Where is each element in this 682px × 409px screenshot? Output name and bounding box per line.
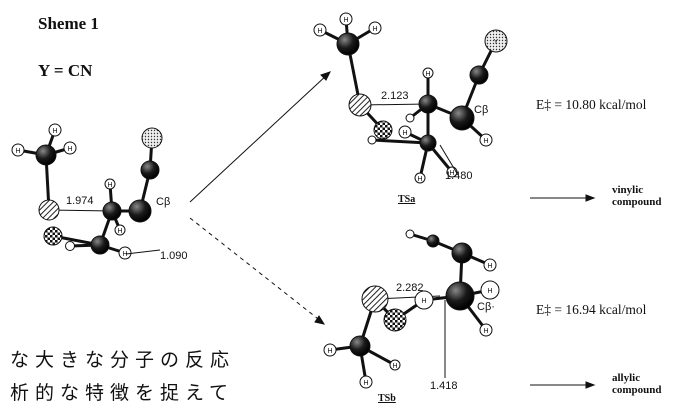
svg-text:H: H <box>372 26 377 33</box>
reactant-boron <box>38 199 60 221</box>
svg-text:H: H <box>343 17 348 24</box>
svg-text:H: H <box>15 148 20 155</box>
atom-symbols: H H H H H H H H H H H H H H Y H H H H H … <box>15 17 498 387</box>
ts-a-atoms <box>313 12 508 184</box>
substituent-label: Y = CN <box>38 61 93 80</box>
svg-text:H: H <box>483 138 488 145</box>
svg-text:Y: Y <box>494 39 499 46</box>
svg-text:H: H <box>487 288 492 295</box>
ts-b-product: allylic compound <box>612 372 662 396</box>
reactant-carbon-label: Cβ <box>156 196 171 208</box>
ts-a-distance-long: 2.123 <box>381 90 409 102</box>
svg-text:H: H <box>363 380 368 387</box>
svg-text:H: H <box>392 363 397 370</box>
reactant-distance-short: 1.090 <box>160 250 188 262</box>
ts-a-energy: E‡ = 10.80 kcal/mol <box>536 97 647 112</box>
ts-b-distance-short: 1.418 <box>430 380 458 392</box>
ts-b-carbon-label: Cβ· <box>477 301 495 313</box>
ts-a-carbon-label: Cβ <box>474 104 489 116</box>
svg-text:H: H <box>425 71 430 78</box>
svg-text:H: H <box>327 348 332 355</box>
svg-text:H: H <box>417 176 422 183</box>
ts-b-energy: E‡ = 16.94 kcal/mol <box>536 302 647 317</box>
reactant-nitrogen <box>35 144 57 166</box>
reactant-oxygen <box>43 226 63 246</box>
body-text-line1: な大きな分子の反応 <box>10 349 236 371</box>
scheme-title: Sheme 1 <box>38 14 99 33</box>
svg-text:H: H <box>122 251 127 258</box>
svg-text:H: H <box>117 228 122 235</box>
reactant-atoms <box>11 123 163 260</box>
ts-b-product-line1: allylic <box>612 372 641 384</box>
svg-text:H: H <box>402 130 407 137</box>
svg-text:H: H <box>67 146 72 153</box>
ts-b-distance-long: 2.282 <box>396 282 424 294</box>
reaction-arrows <box>189 71 596 389</box>
ts-b-name: TSb <box>378 393 396 404</box>
ts-a-product: vinylic compound <box>612 184 662 208</box>
svg-text:H: H <box>107 182 112 189</box>
ts-a-distance-short: 1.480 <box>445 170 473 182</box>
reactant-distance-long: 1.974 <box>66 195 94 207</box>
ts-b-product-line2: compound <box>612 384 662 396</box>
ts-a-product-line2: compound <box>612 196 662 208</box>
svg-text:H: H <box>487 263 492 270</box>
svg-text:H: H <box>317 28 322 35</box>
svg-text:H: H <box>483 328 488 335</box>
ts-a-product-line1: vinylic <box>612 184 644 196</box>
body-text-line2: 析的な特徴を捉えて <box>10 382 235 404</box>
svg-text:H: H <box>52 128 57 135</box>
svg-text:H: H <box>449 170 454 177</box>
svg-text:H: H <box>421 298 426 305</box>
ts-a-name: TSa <box>398 194 416 205</box>
ts-b-atoms <box>323 229 500 389</box>
